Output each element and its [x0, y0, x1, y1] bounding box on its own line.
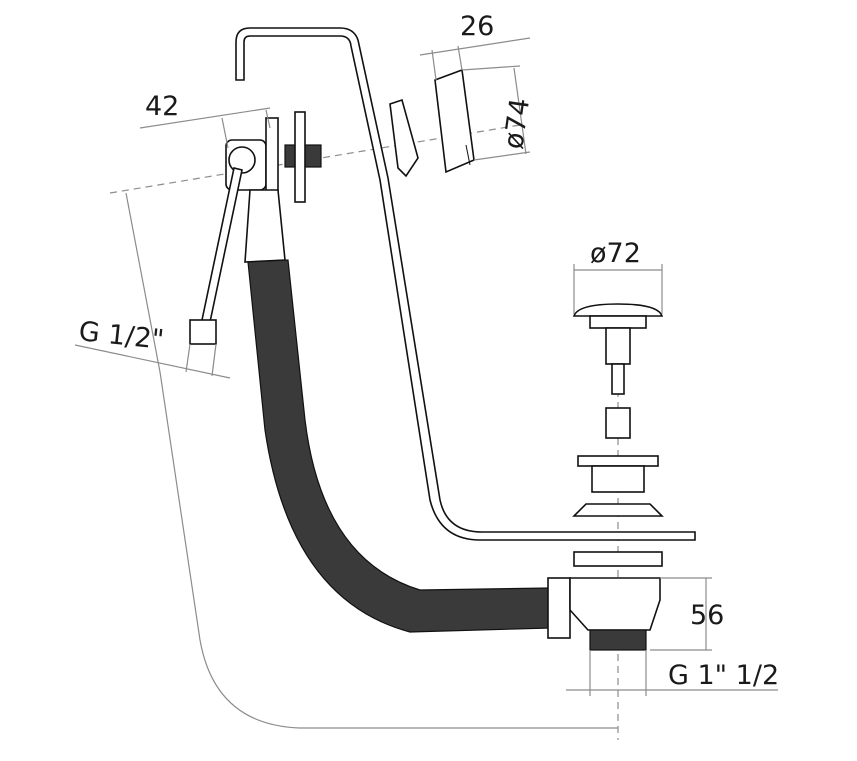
overflow-grid	[389, 98, 419, 178]
drain-washer	[572, 503, 664, 517]
dim-42-label: 42	[145, 91, 179, 122]
height-dim-line	[125, 192, 161, 373]
drain-seal	[573, 551, 663, 567]
overflow-assembly	[225, 68, 475, 203]
trap-thread	[589, 629, 647, 651]
dim-72-label: ø72	[590, 238, 641, 269]
dim-g112-label: G 1" 1/2	[668, 660, 779, 691]
dim-26-ext-right	[457, 45, 463, 71]
dim-74-label: ø74	[498, 96, 536, 151]
dim-g12-ext-right	[211, 343, 217, 377]
supply-nut	[189, 319, 217, 345]
center-lines	[109, 124, 619, 740]
dim-74-ext-bottom	[473, 151, 531, 161]
dim-26-line	[419, 37, 531, 56]
plug-gasket	[589, 315, 647, 329]
dim-42-line	[139, 107, 271, 129]
dim-74-ext-top	[461, 65, 521, 71]
corrugated-hose	[244, 189, 571, 639]
dim-trap-height: 56	[650, 577, 724, 651]
supply-hose	[189, 167, 243, 345]
fill-pipe-shape	[235, 27, 696, 541]
plug-spring	[611, 363, 625, 395]
length-guide-line	[159, 371, 618, 729]
drain-flange	[577, 455, 659, 467]
hose-nut	[547, 577, 571, 639]
plug-stem	[605, 327, 631, 365]
dim-26-ext-left	[431, 49, 437, 81]
supply-hose-tube	[201, 167, 243, 323]
dim-26-label: 26	[460, 11, 494, 42]
dim-overflow-offset: 42	[139, 91, 271, 149]
dim-flange-depth: 26	[419, 11, 531, 81]
hose-coupling	[244, 189, 286, 263]
overflow-elbow-hole	[228, 146, 256, 174]
dim-g12-ext-left	[185, 343, 191, 373]
dim-cover-diameter: ø74	[461, 65, 536, 161]
overflow-plate	[265, 117, 279, 199]
dim-74-line	[513, 67, 527, 155]
dim-56-label: 56	[690, 600, 724, 631]
trap-body	[569, 577, 661, 631]
dim-42-ext-left	[221, 117, 229, 149]
drain-trap	[569, 577, 661, 651]
fill-pipe	[235, 27, 696, 541]
plug-insert	[605, 407, 631, 439]
hose-body	[247, 259, 551, 633]
overflow-washer	[294, 111, 306, 203]
drain-body	[591, 465, 645, 493]
dim-outlet-thread: G 1" 1/2	[566, 650, 779, 696]
dim-g12-line	[74, 344, 231, 379]
plug-cap	[572, 303, 664, 317]
cover-slot	[465, 144, 471, 166]
dim-plug-diameter: ø72	[573, 238, 663, 314]
dim-g12-label: G 1/2"	[77, 316, 165, 356]
dim-42-ext-right	[265, 109, 271, 129]
plug-stack	[572, 303, 664, 567]
